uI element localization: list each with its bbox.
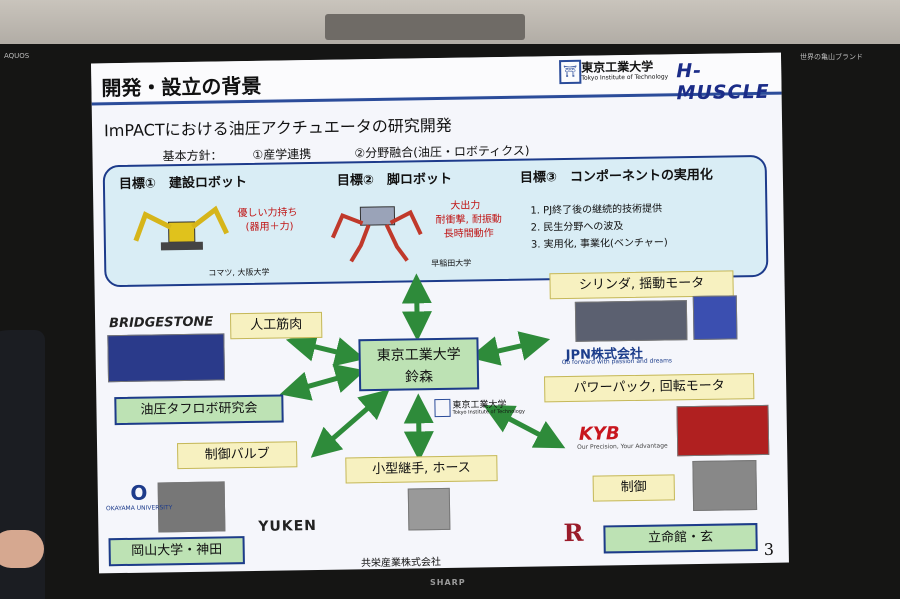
motor-photo xyxy=(692,295,738,341)
okayama-name: OKAYAMA UNIVERSITY xyxy=(105,504,173,513)
presenter-hand xyxy=(0,530,44,568)
kyb-logo: KYB xyxy=(578,423,620,445)
cylinder-photo xyxy=(574,300,688,342)
box-okayama: 岡山大学・神田 xyxy=(108,536,245,567)
goals-panel: 目標① 建設ロボット 優しい力持ち (器用＋力) コマツ, 大阪大学 目標② 脚… xyxy=(102,154,769,288)
box-power-pack: パワーパック, 回転モータ xyxy=(544,373,755,403)
center-node: 東京工業大学 鈴森 xyxy=(358,337,480,392)
presentation-slide: 開発・設立の背景 ⛩ 東京工業大学 Tokyo Institute of Tec… xyxy=(91,52,789,574)
center-logo-en: Tokyo Institute of Technology xyxy=(452,408,525,416)
center-line-2: 鈴森 xyxy=(404,369,434,386)
okayama-logo: O OKAYAMA UNIVERSITY xyxy=(105,480,173,513)
box-control: 制御 xyxy=(592,474,675,502)
legged-robot-icon xyxy=(330,206,423,263)
center-line-1: 東京工業大学 xyxy=(376,346,461,364)
tv-brand: SHARP xyxy=(430,578,466,587)
tv-left-label: AQUOS xyxy=(4,52,30,60)
yuken-logo: YUKEN xyxy=(258,517,318,535)
kyoei-logo: 共栄産業株式会社 xyxy=(360,557,442,570)
box-joint-hose: 小型継手, ホース xyxy=(345,455,498,484)
artificial-muscle-photo xyxy=(107,333,226,383)
center-titech-logo-icon xyxy=(434,398,451,418)
tv-mount xyxy=(325,14,525,40)
box-valve: 制御バルブ xyxy=(177,441,298,470)
construction-robot-icon xyxy=(133,205,229,251)
power-pack-photo xyxy=(676,404,770,457)
bridgestone-logo: BRIDGESTONE xyxy=(109,314,214,332)
kyb-tagline: Our Precision, Your Advantage xyxy=(577,442,668,451)
box-ritsumeikan: 立命館・玄 xyxy=(603,523,758,554)
ritsumeikan-logo: R xyxy=(563,517,584,548)
page-number: 3 xyxy=(763,539,775,559)
control-photo xyxy=(692,460,758,512)
box-artificial-muscle: 人工筋肉 xyxy=(229,311,323,340)
okayama-mark-icon: O xyxy=(130,480,148,505)
box-tough-robot: 油圧タフロボ研究会 xyxy=(114,394,284,426)
relationship-arrows xyxy=(279,273,566,462)
joint-photo xyxy=(407,487,451,531)
tv-right-label: 世界の亀山ブランド xyxy=(800,53,863,61)
